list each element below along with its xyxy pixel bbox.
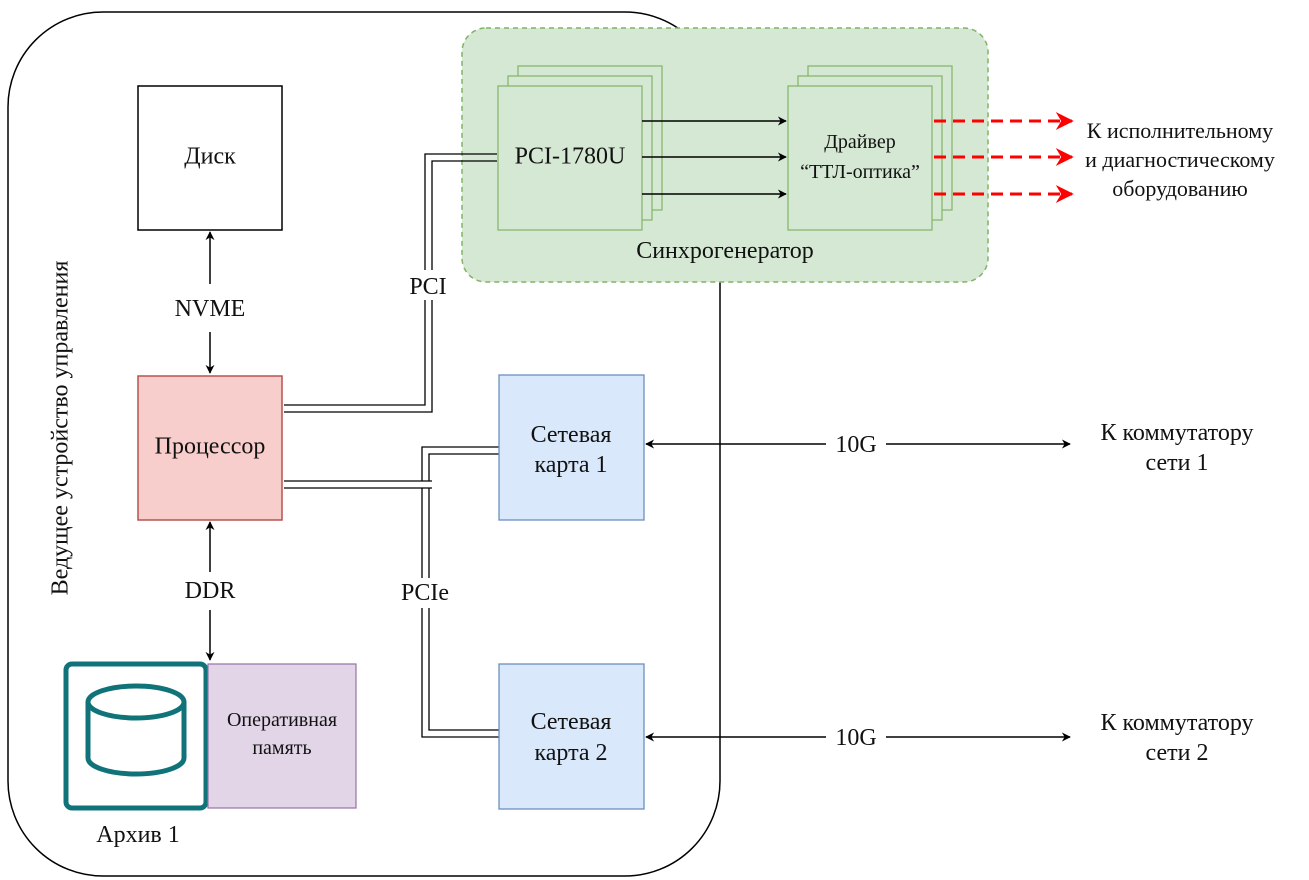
ram-label-line2: память [252, 737, 311, 759]
disk-label: Диск [184, 144, 236, 170]
exec-equipment-line1: К исполнительному [1087, 118, 1273, 143]
driver-label-line2: “ТТЛ-оптика” [800, 161, 920, 183]
switch-1-line1: К коммутатору [1100, 420, 1253, 446]
database-icon [85, 683, 187, 777]
archive-label: Архив 1 [96, 822, 180, 848]
network-card-1-box [498, 374, 645, 521]
ram-label-line1: Оперативная [227, 709, 337, 731]
sync-generator-label: Синхрогенератор [636, 238, 814, 264]
network-card-2-line2: карта 2 [534, 740, 607, 766]
network-card-1-line2: карта 1 [534, 452, 607, 478]
ten-g-label-1: 10G [835, 432, 876, 458]
network-card-2-line1: Сетевая [531, 709, 612, 735]
network-card-2-box [498, 663, 645, 810]
pci-label-bg [400, 270, 456, 300]
disk-box [137, 85, 283, 231]
exec-equipment-line3: оборудованию [1112, 176, 1248, 201]
switch-2-line2: сети 2 [1146, 740, 1209, 766]
switch-2-line1: К коммутатору [1100, 710, 1253, 736]
driver-label-line1: Драйвер [824, 131, 895, 153]
ram-box [207, 663, 357, 809]
pci-card-label: PCI-1780U [515, 144, 626, 170]
driver-card [787, 85, 933, 231]
main-device-label: Ведущее устройство управления [48, 261, 74, 596]
pci-card [497, 85, 643, 231]
pcie-label-bg [392, 578, 458, 608]
network-card-1-line1: Сетевая [531, 422, 612, 448]
processor-box [137, 375, 283, 521]
nvme-label: NVME [175, 296, 246, 322]
pci-label: PCI [409, 274, 446, 300]
pcie-bus [284, 446, 499, 738]
processor-label: Процессор [155, 434, 266, 460]
archive-box [63, 661, 209, 811]
exec-equipment-line2: и диагностическому [1085, 147, 1275, 172]
pcie-label: PCIe [401, 580, 449, 606]
ddr-label: DDR [185, 578, 236, 604]
switch-1-line2: сети 1 [1146, 450, 1209, 476]
ten-g-label-2: 10G [835, 725, 876, 751]
